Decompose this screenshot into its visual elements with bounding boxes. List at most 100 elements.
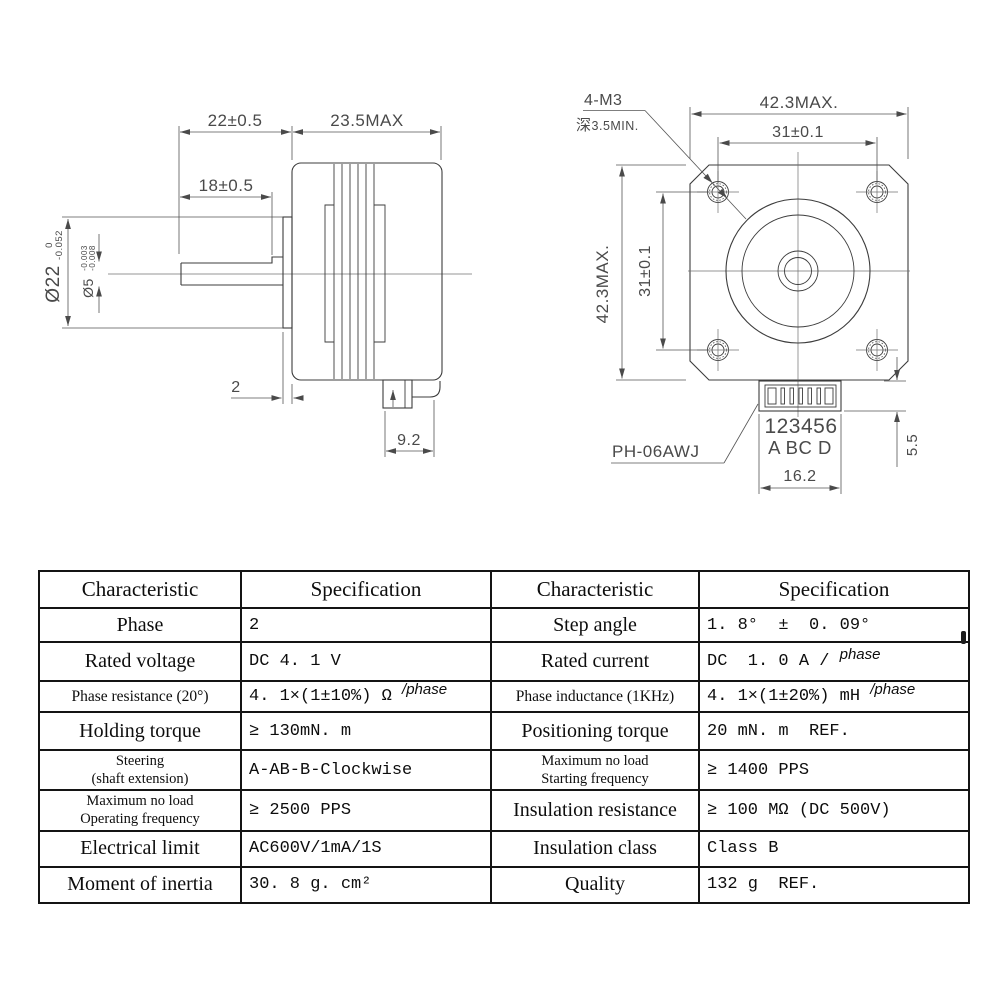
connector-callout: PH-06AWJ [611,403,759,464]
characteristic-cell: Holding torque [38,711,242,751]
dimension-pilot-diameter: Ø22 0 -0.052 [43,216,283,329]
specification-cell: 132 g REF. [698,865,970,904]
dimension-width: 42.3MAX. [689,93,909,159]
dimension-connector-height: 5.5 [844,357,921,467]
specification-cell: DC 4. 1 V [240,641,492,682]
dim-label-connector-width: 16.2 [783,468,816,485]
specification-cell: 4. 1×(1±20%) mH /phase [698,680,970,713]
specification-cell: 20 mN. m REF. [698,711,970,751]
connector-pin-numbers: 123456 [764,415,837,438]
motor-face-outline [689,164,909,381]
characteristic-cell: Positioning torque [490,711,700,751]
scan-artifact [961,631,966,644]
characteristic-cell: Moment of inertia [38,865,242,904]
characteristic-cell: Electrical limit [38,829,242,868]
specification-cell: Class B [698,829,970,868]
motor-body-outline [291,162,443,381]
dimension-hole-spacing-v: 31±0.1 [637,191,709,351]
specification-cell: A-AB-B-Clockwise [240,748,492,792]
specification-cell: ≥ 130mN. m [240,711,492,751]
characteristic-cell: Rated current [490,641,700,682]
mount-holes-callout: 4-M3 深3.5MIN. [576,92,747,220]
characteristic-cell: Phase [38,607,242,643]
mounting-hole [856,329,898,371]
specification-cell: ≥ 100 MΩ (DC 500V) [698,789,970,832]
dim-label-shaft-tol-upper: -0.003 [80,245,89,271]
dim-label-rear-connector: 9.2 [397,432,421,449]
dimension-body-length: 23.5MAX [293,111,442,160]
dimension-shaft-length: 22±0.5 [178,111,293,254]
connector-front [758,380,842,412]
specification-cell: 4. 1×(1±10%) Ω /phase [240,680,492,713]
dim-label-pilot-tol-lower: -0.052 [54,230,65,260]
characteristic-cell: Phase resistance (20°) [38,680,242,713]
spec-table-header: Characteristic [490,570,700,609]
leader-arrow [703,173,713,183]
dimension-rear-connector: 9.2 [384,400,435,457]
specification-cell: ≥ 1400 PPS [698,748,970,792]
lamination-lines [324,164,386,379]
characteristic-cell: Insulation resistance [490,789,700,832]
specification-cell: 30. 8 g. cm² [240,865,492,904]
spec-table-row: Phase resistance (20°)4. 1×(1±10%) Ω /ph… [38,680,970,713]
characteristic-cell: Rated voltage [38,641,242,682]
dim-label-shaft-flat-length: 18±0.5 [199,176,254,195]
shaft [180,256,283,286]
specification-cell: 2 [240,607,492,643]
characteristic-cell: Steering(shaft extension) [38,748,242,792]
spec-table-header: Specification [240,570,492,609]
dim-label-hole-spacing-v: 31±0.1 [637,245,654,297]
dim-label-hole-spacing-h: 31±0.1 [772,124,824,141]
dimension-hole-spacing-h: 31±0.1 [717,124,878,183]
pilot-boss [282,216,293,329]
specification-cell: AC600V/1mA/1S [240,829,492,868]
dim-label-height: 42.3MAX. [593,245,612,324]
characteristic-cell: Phase inductance (1KHz) [490,680,700,713]
rear-connector-side [382,379,441,409]
characteristic-cell: Insulation class [490,829,700,868]
dim-label-body-length: 23.5MAX [330,111,403,130]
dim-label-shaft-diameter: Ø5 [80,278,96,298]
specification-cell: DC 1. 0 A / phase [698,641,970,682]
characteristic-cell: Quality [490,865,700,904]
mount-holes-label: 4-M3 [584,92,622,109]
pilot-and-shaft-circles [725,198,871,344]
dimension-connector-width: 16.2 [758,414,842,494]
connector-model-label: PH-06AWJ [612,442,699,461]
dimension-shaft-diameter: Ø5 -0.003 -0.008 [80,234,102,313]
specification-cell: ≥ 2500 PPS [240,789,492,832]
specification-cell: 1. 8° ± 0. 09° [698,607,970,643]
mounting-hole [856,171,898,213]
mounting-holes [697,171,898,371]
leader-arrow [717,188,727,198]
technical-drawing: 22±0.5 23.5MAX 18±0.5 Ø22 0 -0.052 [43,92,921,494]
dim-label-shaft-tol-lower: -0.008 [88,245,97,271]
side-view-drawing: 22±0.5 23.5MAX 18±0.5 Ø22 0 -0.052 [43,111,472,457]
dim-label-pilot-boss-depth: 2 [231,379,240,396]
front-view-drawing: 42.3MAX. 31±0.1 42.3MAX. 31±0.1 4-M3 [576,92,921,494]
dim-label-shaft-length: 22±0.5 [208,111,263,130]
spec-table-header: Characteristic [38,570,242,609]
spec-table-header: Specification [698,570,970,609]
dimension-pilot-boss-depth: 2 [231,332,304,404]
dimension-height: 42.3MAX. [593,164,686,381]
spec-table-row: Steering(shaft extension)A-AB-B-Clockwis… [38,748,970,792]
characteristic-cell: Step angle [490,607,700,643]
mount-holes-depth-label: 深3.5MIN. [576,117,639,134]
connector-pin-letters: A BC D [768,437,832,458]
dimension-shaft-flat-length: 18±0.5 [180,176,273,255]
dim-label-pilot-diameter: Ø22 [43,265,64,302]
dim-label-connector-height: 5.5 [904,434,921,456]
